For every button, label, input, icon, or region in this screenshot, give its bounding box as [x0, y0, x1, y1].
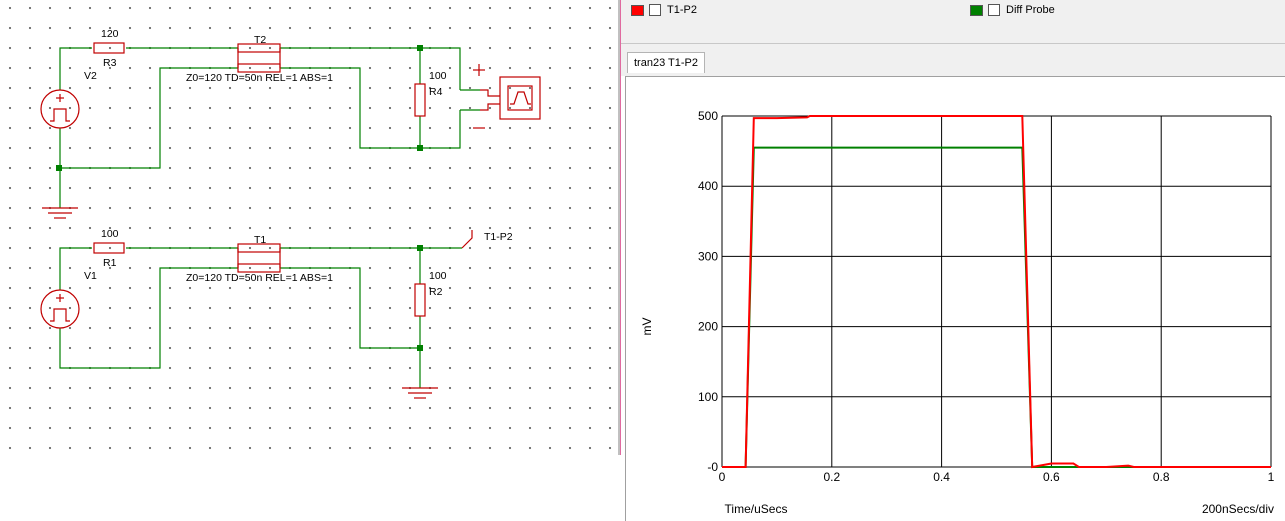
r1-value: 100 — [101, 228, 119, 240]
x-tick-label: 0.4 — [933, 470, 950, 484]
x-tick-label: 0.6 — [1043, 470, 1060, 484]
legend-bar: T1-P2 Diff Probe — [621, 0, 1285, 44]
series-line-t1-p2 — [722, 115, 1271, 469]
resistor-r1 — [93, 242, 125, 254]
y-axis-label: mV — [640, 318, 654, 336]
legend-label: Diff Probe — [1006, 4, 1055, 16]
r4-name: R4 — [429, 86, 443, 98]
t1-name: T1 — [254, 234, 266, 246]
y-tick-label: 500 — [698, 109, 718, 123]
waveform-chart: 0 0.2 0.4 0.6 0.8 1 -0 100 200 300 400 500 mV Time/uS… — [640, 109, 1275, 516]
components — [40, 42, 541, 399]
legend-color-swatch[interactable] — [631, 4, 644, 16]
x-tick-label: 0.2 — [823, 470, 840, 484]
t2-name: T2 — [254, 34, 266, 46]
legend-checkbox[interactable] — [988, 4, 1000, 16]
r3-name: R3 — [103, 57, 117, 69]
voltage-source-v2 — [40, 89, 80, 129]
transmission-line-t1 — [237, 243, 281, 273]
x-tick-label: 1 — [1268, 470, 1275, 484]
t1-params: Z0=120 TD=50n REL=1 ABS=1 — [186, 272, 333, 284]
ground-lower — [402, 387, 438, 399]
legend-item-diff-probe[interactable]: Diff Probe — [970, 2, 1055, 18]
waveform-viewer: T1-P2 Diff Probe tran23 T1-P2 0 0.2 0.4 0.6… — [621, 0, 1285, 521]
pane-divider[interactable] — [618, 0, 621, 455]
r3-value: 120 — [101, 28, 119, 40]
tab-tran23[interactable]: tran23 T1-P2 — [627, 52, 706, 73]
legend-label: T1-P2 — [667, 4, 697, 16]
y-tick-label: -0 — [707, 460, 718, 474]
series-line-diff-probe — [722, 146, 1271, 468]
x-axis-label: Time/uSecs — [725, 502, 788, 516]
r4-value: 100 — [429, 70, 447, 82]
transmission-line-t2 — [237, 43, 281, 73]
legend-item-t1-p2[interactable]: T1-P2 — [631, 2, 697, 18]
v2-name: V2 — [84, 70, 97, 82]
resistor-r3 — [93, 42, 125, 54]
v1-name: V1 — [84, 270, 97, 282]
plot-area[interactable]: 0 0.2 0.4 0.6 0.8 1 -0 100 200 300 400 500 mV Time/uS… — [625, 76, 1285, 521]
resistor-r2 — [414, 283, 426, 317]
y-tick-label: 400 — [698, 179, 718, 193]
y-tick-label: 200 — [698, 320, 718, 334]
upper-circuit-wires — [59, 47, 480, 208]
diff-probe-instrument — [473, 64, 541, 129]
schematic-canvas[interactable]: 120 R3 T2 Z0=120 TD=50n REL=1 ABS=1 100 … — [0, 0, 618, 455]
t2-params: Z0=120 TD=50n REL=1 ABS=1 — [186, 72, 333, 84]
ground-upper — [42, 207, 78, 219]
x-tick-label: 0 — [719, 470, 726, 484]
probe-label: T1-P2 — [484, 231, 513, 243]
x-division-label: 200nSecs/div — [1202, 502, 1274, 516]
y-tick-label: 100 — [698, 390, 718, 404]
resistor-r4 — [414, 83, 426, 117]
r1-name: R1 — [103, 257, 117, 269]
tab-strip: tran23 T1-P2 — [621, 44, 1285, 76]
r2-name: R2 — [429, 286, 443, 298]
schematic-drawing: 120 R3 T2 Z0=120 TD=50n REL=1 ABS=1 100 … — [40, 28, 541, 399]
y-tick-label: 300 — [698, 249, 718, 263]
r2-value: 100 — [429, 270, 447, 282]
legend-checkbox[interactable] — [649, 4, 661, 16]
voltage-source-v1 — [40, 289, 80, 329]
lower-circuit-wires — [59, 247, 462, 388]
probe-flag-t1-p2 — [461, 230, 473, 249]
x-tick-label: 0.8 — [1153, 470, 1170, 484]
legend-color-swatch[interactable] — [970, 4, 983, 16]
nodes — [56, 45, 423, 351]
